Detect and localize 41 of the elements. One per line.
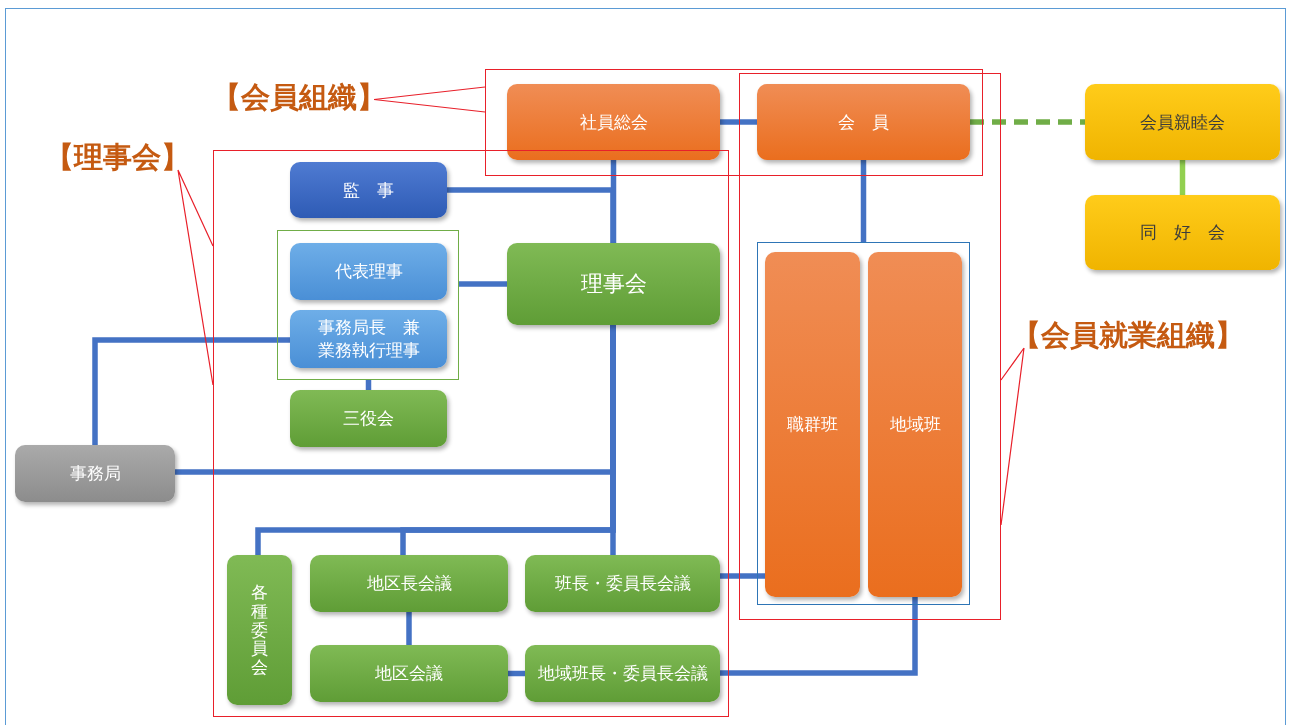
group-frame — [739, 73, 1001, 620]
leader-line — [1000, 347, 1025, 526]
group-title: 【理事会】 — [45, 138, 190, 178]
org-box: 会 員 — [757, 84, 970, 160]
org-box: 事務局 — [15, 445, 175, 502]
connector-line — [720, 573, 765, 579]
group-frame — [757, 242, 970, 605]
org-box: 地区長会議 — [310, 555, 508, 612]
connector-line — [508, 670, 525, 677]
group-title: 【会員就業組織】 — [1012, 316, 1244, 356]
leader-line — [177, 169, 214, 386]
org-box: 三役会 — [290, 390, 447, 447]
org-box: 班長・委員長会議 — [525, 555, 720, 612]
connector-line — [406, 612, 412, 645]
org-box: 監 事 — [290, 162, 447, 218]
group-title: 【会員組織】 — [212, 78, 386, 118]
org-box: 地区会議 — [310, 645, 508, 702]
org-box: 地域班 — [868, 252, 962, 597]
org-box: 同 好 会 — [1085, 195, 1280, 270]
org-box: 地域班長・委員長会議 — [525, 645, 720, 702]
group-frame — [485, 69, 983, 176]
org-box: 代表理事 — [290, 243, 447, 300]
org-box: 事務局長 兼業務執行理事 — [290, 310, 447, 368]
connector-line — [92, 337, 290, 445]
connector-line — [720, 597, 918, 676]
group-frame — [277, 230, 459, 380]
org-box: 各種委員会 — [227, 555, 292, 705]
connector-line — [459, 281, 507, 287]
connector-line — [1179, 160, 1186, 195]
org-box: 会員親睦会 — [1085, 84, 1280, 160]
dashed-connector — [970, 119, 1085, 125]
org-box: 社員総会 — [507, 84, 720, 160]
group-frame — [213, 150, 729, 717]
org-box: 職群班 — [765, 252, 860, 597]
connector-line — [720, 119, 757, 125]
connector-line — [860, 160, 867, 242]
connector-line — [365, 380, 372, 390]
connector-line — [447, 187, 616, 243]
leader-line — [373, 86, 486, 113]
org-box: 理事会 — [507, 243, 720, 325]
connector-line — [400, 325, 616, 555]
